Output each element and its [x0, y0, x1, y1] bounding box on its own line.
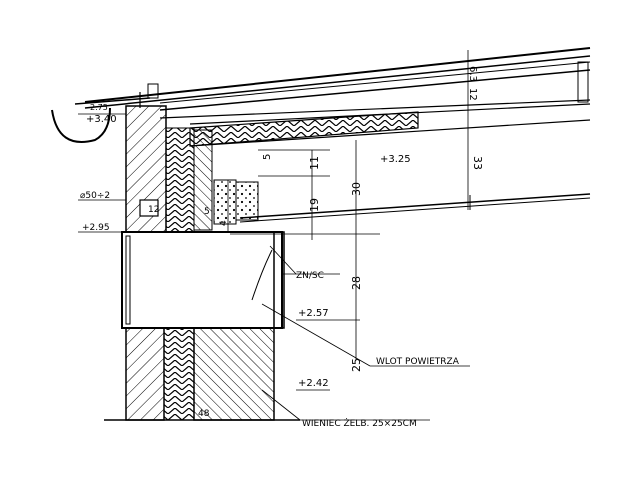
label-level-325: +3.25: [380, 154, 411, 165]
label-dim-5: 5: [262, 154, 273, 160]
label-dim-30: 30: [350, 182, 363, 196]
label-roof-right-33: 33: [471, 156, 484, 170]
lower-wall: [104, 327, 300, 421]
label-dim-5b: 5: [204, 207, 210, 217]
label-zn: ZN/SC: [296, 271, 324, 281]
label-dim-11: 11: [308, 156, 321, 170]
label-dim-48: 48: [198, 409, 210, 419]
label-roof-top-a: 6,3: [467, 66, 478, 82]
label-dim-28: 28: [350, 276, 363, 290]
label-level-257: +2.57: [298, 308, 329, 319]
label-dim-25: 25: [350, 358, 363, 372]
label-roof-top-b: 12: [467, 88, 478, 101]
labels: 6,3 12 33 +3.40 2.75 5 11 +3.25 30 19 ⌀5…: [80, 66, 484, 429]
label-air-inlet: WLOT POWIETRZA: [376, 357, 460, 367]
label-ring-beam: WIENIEC ŻELB. 25×25CM: [302, 418, 417, 429]
label-dim-4: 4: [219, 220, 229, 226]
roof-layers: [84, 47, 591, 223]
air-duct: [121, 231, 285, 329]
label-dim-12: 12: [148, 205, 159, 215]
label-eave-small: 2.75: [90, 103, 108, 112]
label-level-295: +2.95: [82, 223, 110, 233]
dimension-lines: [78, 50, 470, 421]
label-eave-level: +3.40: [86, 114, 117, 125]
label-rebar: ⌀50÷2: [80, 191, 110, 201]
upper-wall: [125, 105, 259, 233]
label-level-242: +2.42: [298, 378, 329, 389]
label-dim-19: 19: [308, 198, 321, 212]
